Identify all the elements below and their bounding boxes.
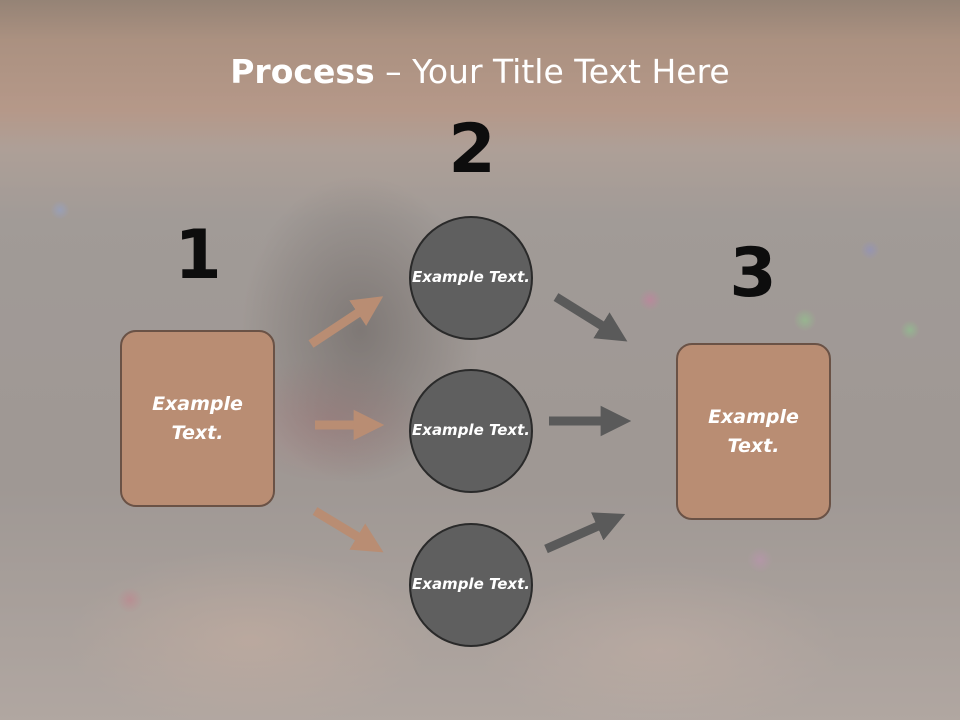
process-circle-top-text: Example Text. <box>412 268 530 287</box>
arrow-left-to-top <box>308 296 384 348</box>
slide-title: Process – Your Title Text Here <box>0 52 960 91</box>
process-circle-top: Example Text. <box>409 216 533 340</box>
title-rest: – Your Title Text Here <box>374 52 730 91</box>
process-circle-middle-text: Example Text. <box>412 421 530 440</box>
step-1-number: 1 <box>174 216 222 295</box>
input-box-text: Example Text. <box>152 393 243 444</box>
process-circle-bottom: Example Text. <box>409 523 533 647</box>
title-bold: Process <box>230 52 375 91</box>
arrow-top-to-right <box>553 293 628 342</box>
input-box: Example Text. <box>120 330 275 507</box>
process-circle-middle: Example Text. <box>409 369 533 493</box>
output-box-text: Example Text. <box>708 406 799 457</box>
step-3-number: 3 <box>729 234 777 313</box>
arrow-bottom-to-right <box>544 512 626 554</box>
arrow-left-to-bottom <box>312 507 384 553</box>
step-2-number: 2 <box>448 110 496 189</box>
output-box: Example Text. <box>676 343 831 520</box>
process-circle-bottom-text: Example Text. <box>412 575 530 594</box>
